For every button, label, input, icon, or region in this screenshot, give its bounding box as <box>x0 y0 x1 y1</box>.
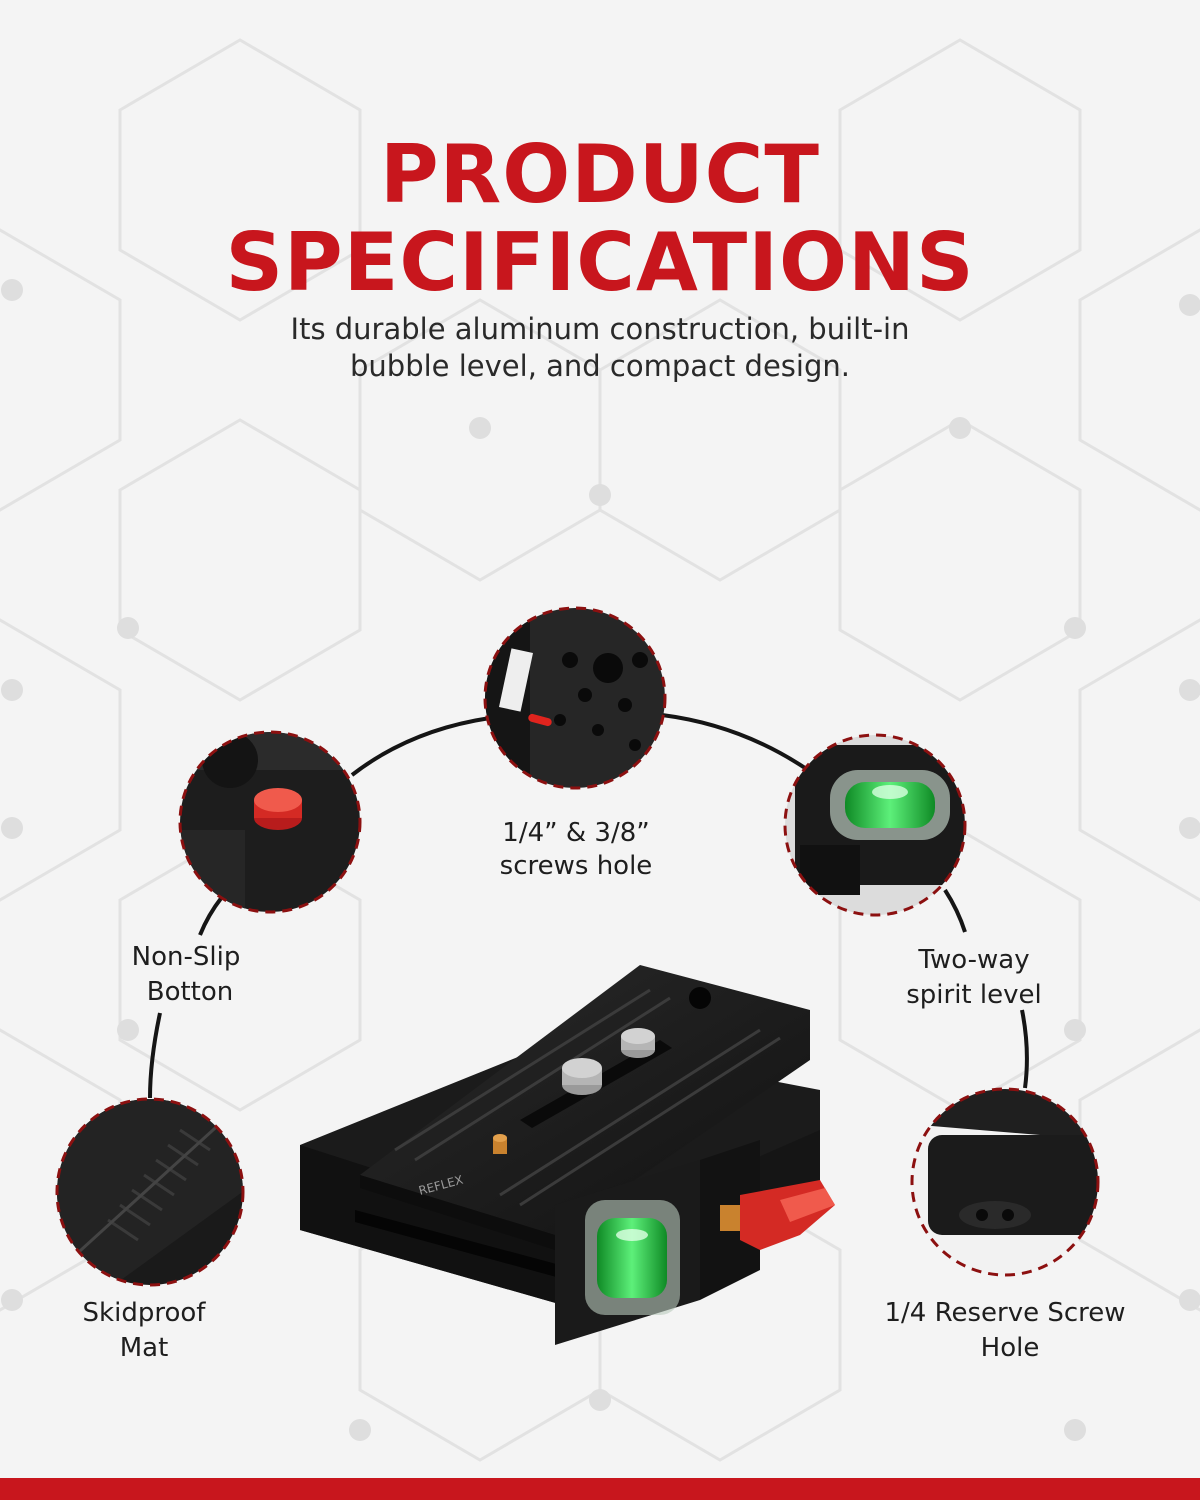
quick-release-plate-product: REFLEX <box>300 965 835 1345</box>
page-title-line-1: PRODUCT <box>380 128 820 221</box>
callout-label-skidproof-line-2: Mat <box>119 1333 169 1363</box>
callout-label-non-slip-line-2: Botton <box>146 977 234 1007</box>
screw-icon <box>562 1028 655 1095</box>
detail-circle-reserve-screw-hole <box>910 1087 1100 1277</box>
connector-lines <box>148 713 1029 1099</box>
callout-label-screw-holes-line-2: screws hole <box>499 851 653 881</box>
callout-label-non-slip-line-1: Non-Slip <box>131 942 241 972</box>
clamp-knob-icon <box>720 1180 835 1250</box>
detail-circle-spirit-level <box>783 733 967 917</box>
detail-circle-skidproof-mat <box>55 1097 245 1287</box>
callout-label-screw-holes-line-1: 1/4” & 3/8” <box>502 818 650 848</box>
detail-circle-screw-holes <box>483 606 667 790</box>
subtitle-line-2: bubble level, and compact design. <box>350 349 850 383</box>
page-title-line-2: SPECIFICATIONS <box>225 216 975 309</box>
callout-label-reserve-hole-line-2: Hole <box>980 1333 1040 1363</box>
callout-label-skidproof-line-1: Skidproof <box>82 1298 206 1328</box>
callout-label-spirit-level-line-2: spirit level <box>906 980 1042 1010</box>
callout-label-spirit-level-line-1: Two-way <box>918 945 1030 975</box>
subtitle-line-1: Its durable aluminum construction, built… <box>290 312 910 346</box>
detail-circle-non-slip-button <box>178 730 362 914</box>
callout-label-reserve-hole-line-1: 1/4 Reserve Screw <box>884 1298 1126 1328</box>
bottom-accent-bar <box>0 1478 1200 1500</box>
